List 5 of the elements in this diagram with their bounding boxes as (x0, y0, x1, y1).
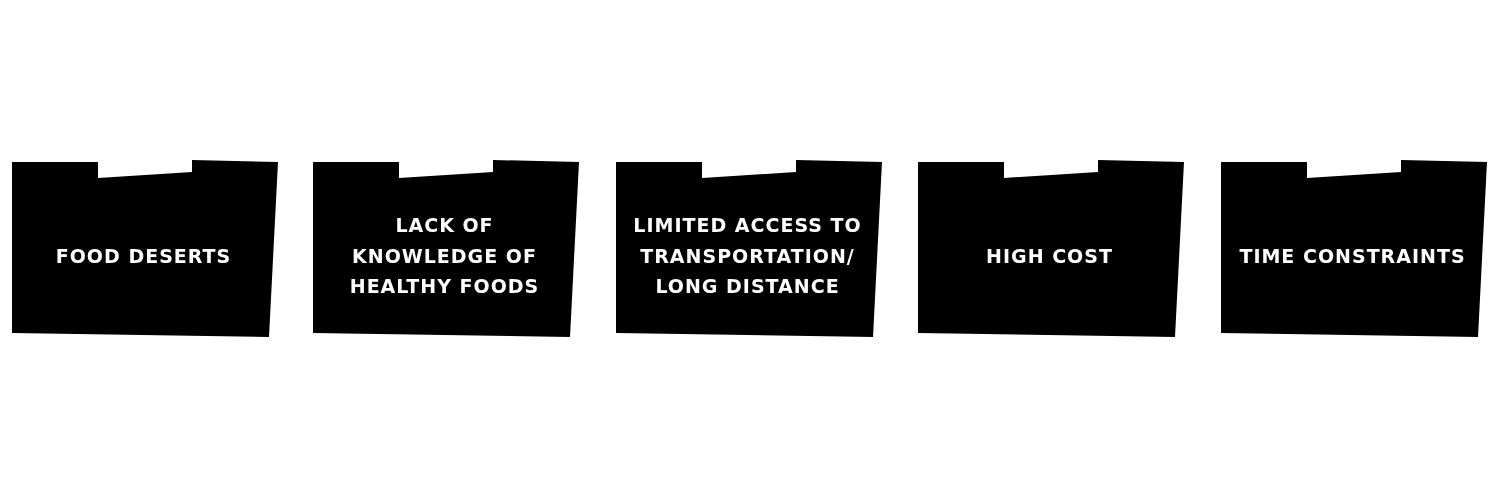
node-text: HIGH COST (986, 243, 1113, 269)
node-text: LACK OF KNOWLEDGE OF HEALTHY FOODS (348, 213, 541, 300)
node-text: LIMITED ACCESS TO TRANSPORTATION/ LONG DISTANCE (632, 213, 863, 300)
node-text: FOOD DESERTS (55, 243, 232, 269)
node-text: TIME CONSTRAINTS (1239, 243, 1466, 269)
